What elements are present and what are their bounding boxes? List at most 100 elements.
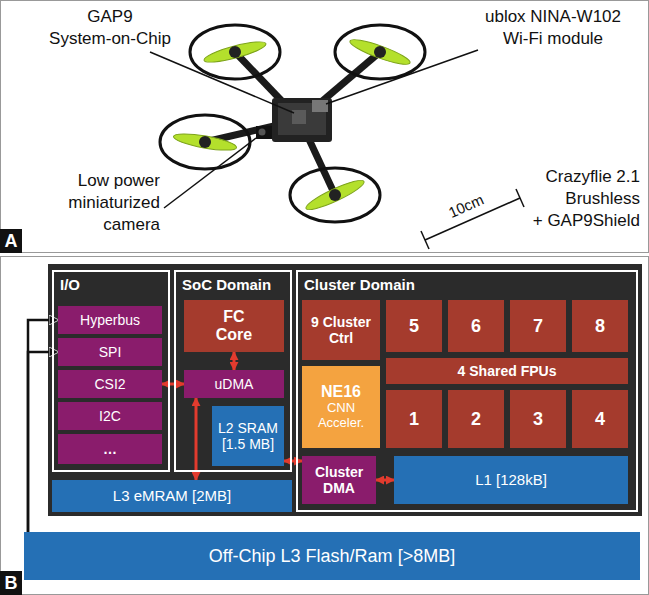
word: Low bbox=[78, 171, 109, 190]
word: NINA-W102 bbox=[530, 7, 621, 26]
word: Cluster bbox=[323, 314, 371, 330]
word: [2MB] bbox=[192, 487, 231, 504]
word: 6 bbox=[471, 316, 481, 336]
word: [1.5 bbox=[222, 436, 245, 452]
word: L1 bbox=[475, 471, 492, 488]
box-label: 7 bbox=[533, 316, 543, 337]
box-label: 8 bbox=[595, 316, 605, 337]
word: Hyperbus bbox=[80, 312, 140, 328]
panel-frame bbox=[1, 257, 649, 595]
callout-label: Crazyflie 2.1 Brushless + GAP9Shield bbox=[516, 166, 640, 232]
box-label: 2 bbox=[471, 409, 481, 430]
word: 3 bbox=[533, 409, 543, 429]
word: SoC bbox=[182, 276, 212, 293]
box-label: 4 bbox=[595, 409, 605, 430]
word: [>8MB] bbox=[398, 546, 456, 566]
word: uDMA bbox=[215, 376, 254, 392]
callout-label: ublox NINA-W102 Wi-Fi module bbox=[468, 6, 638, 50]
data-path-arrow bbox=[376, 479, 394, 482]
interface-box: Hyperbus bbox=[58, 306, 162, 334]
word: FPUs bbox=[521, 363, 557, 379]
word: I/O bbox=[60, 276, 80, 293]
core-box: 4 bbox=[572, 390, 628, 448]
memory-box: L2 SRAM [1.5 MB] bbox=[212, 406, 284, 466]
word: 10cm bbox=[446, 191, 486, 221]
propeller bbox=[348, 35, 412, 68]
panel-badge: A bbox=[0, 229, 22, 253]
word: 9 bbox=[311, 314, 319, 330]
box-label: L2 SRAM [1.5 MB] bbox=[216, 420, 280, 452]
word: … bbox=[103, 441, 117, 457]
box-label: 9 Cluster Ctrl bbox=[306, 314, 376, 346]
word: Brushless bbox=[565, 189, 640, 208]
interface-box: uDMA bbox=[184, 370, 284, 398]
drone-body bbox=[272, 98, 332, 142]
dimension-tick bbox=[516, 189, 524, 207]
propeller bbox=[172, 131, 237, 154]
core-box: 3 bbox=[510, 390, 566, 448]
memory-box: Off-Chip L3 Flash/Ram [>8MB] bbox=[24, 532, 640, 580]
word: [128kB] bbox=[496, 471, 547, 488]
drone-illustration bbox=[160, 25, 425, 222]
word: power bbox=[114, 171, 160, 190]
word: Ctrl bbox=[329, 330, 353, 346]
core-box: 9 Cluster Ctrl bbox=[302, 300, 380, 360]
core-box: FC Core bbox=[184, 300, 284, 352]
wifi-module bbox=[312, 100, 328, 112]
word: Acceler. bbox=[318, 415, 364, 430]
core-box: 6 bbox=[448, 300, 504, 352]
word: L3 bbox=[113, 487, 130, 504]
prop-guard bbox=[160, 115, 250, 169]
leader-line bbox=[326, 50, 478, 104]
domain-group: I/O HyperbusSPI CSI2I2C … bbox=[52, 270, 170, 472]
motor bbox=[229, 46, 241, 58]
memory-box: L3 eMRAM [2MB] bbox=[52, 480, 292, 512]
memory-box: L1 [128kB] bbox=[394, 456, 628, 504]
box-label: NE16 bbox=[321, 383, 361, 401]
box-label: I2C bbox=[99, 408, 121, 424]
box-label: 1 bbox=[409, 409, 419, 430]
prop-guard bbox=[190, 25, 280, 79]
word: module bbox=[547, 29, 603, 48]
box-label: 6 bbox=[471, 316, 481, 337]
word: 2 bbox=[471, 409, 481, 429]
core-box: 8 bbox=[572, 300, 628, 352]
motor bbox=[329, 189, 341, 201]
group-heading: Cluster Domain bbox=[304, 276, 415, 293]
leader-line bbox=[164, 138, 256, 208]
word: Cluster bbox=[315, 464, 363, 480]
word: CSI2 bbox=[94, 376, 125, 392]
word: SPI bbox=[99, 344, 122, 360]
word: Domain bbox=[216, 276, 271, 293]
word: SRAM bbox=[238, 420, 278, 436]
word: DMA bbox=[323, 480, 355, 496]
box-label: Cluster DMA bbox=[306, 464, 372, 496]
word: L2 bbox=[218, 420, 234, 436]
word: 1 bbox=[409, 409, 419, 429]
word: eMRAM bbox=[134, 487, 188, 504]
box-label: CNN Acceler. bbox=[306, 401, 376, 431]
interface-box: I2C bbox=[58, 402, 162, 430]
word: 4 bbox=[458, 363, 466, 379]
callout-label: GAP9 System-on-Chip bbox=[40, 6, 180, 50]
word: Off-Chip bbox=[209, 546, 276, 566]
camera-lens bbox=[259, 129, 266, 136]
dimension-tick bbox=[421, 231, 429, 249]
core-box: 7 bbox=[510, 300, 566, 352]
box-label: CSI2 bbox=[94, 376, 125, 392]
word: L3 bbox=[281, 546, 301, 566]
word: A bbox=[5, 231, 18, 251]
interface-box: … bbox=[58, 434, 162, 464]
box-label: Off-Chip L3 Flash/Ram [>8MB] bbox=[209, 546, 455, 567]
word: camera bbox=[103, 215, 160, 234]
core-box: 5 bbox=[386, 300, 442, 352]
word: 4 bbox=[595, 409, 605, 429]
word: System-on-Chip bbox=[49, 29, 171, 48]
leader-line bbox=[150, 52, 294, 113]
box-label: Hyperbus bbox=[80, 312, 140, 328]
box-label: SPI bbox=[99, 344, 122, 360]
group-heading: SoC Domain bbox=[182, 276, 271, 293]
core-box: 1 bbox=[386, 390, 442, 448]
camera bbox=[256, 126, 272, 139]
panel-frame bbox=[1, 1, 649, 253]
